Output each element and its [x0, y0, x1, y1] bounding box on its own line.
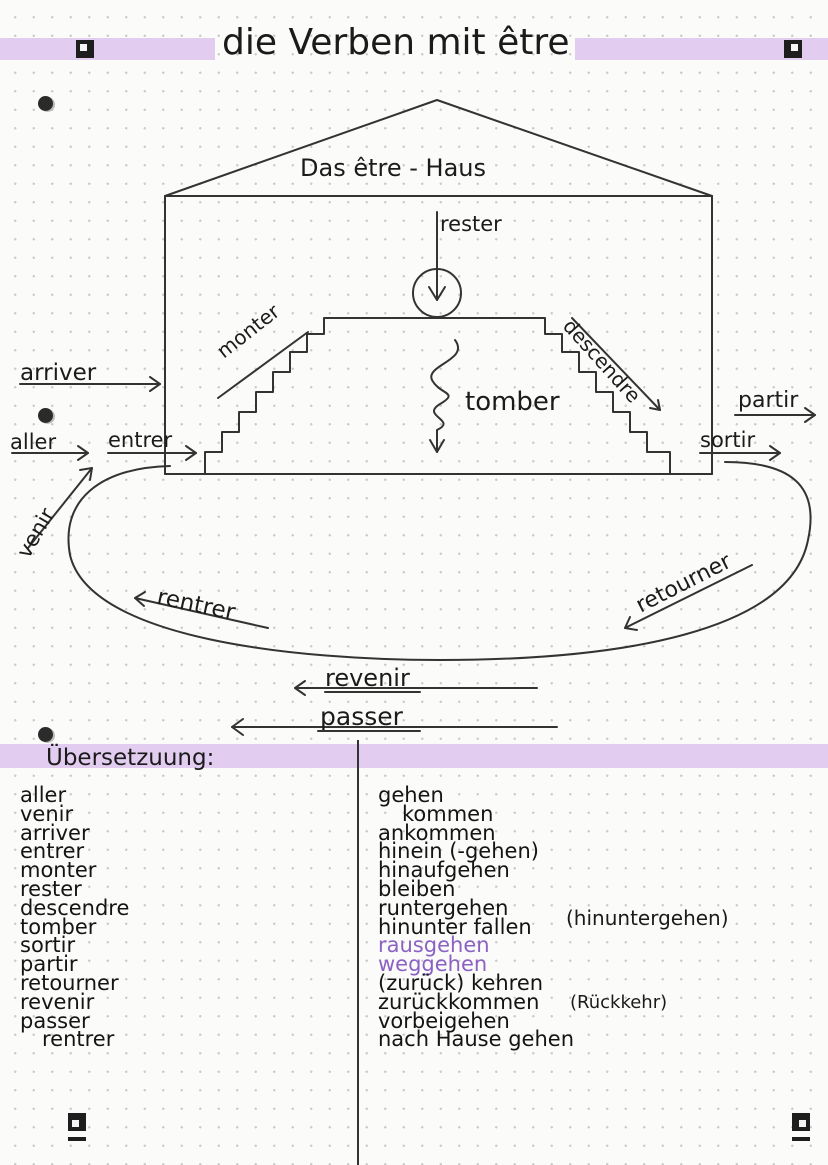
title-highlight-right: [575, 38, 828, 60]
list-item: revenir: [20, 989, 95, 1014]
label-passer: passer: [320, 702, 403, 731]
list-item: nach Hause gehen: [378, 1027, 575, 1052]
list-item: sortir: [20, 933, 76, 958]
roof-label: Das être - Haus: [300, 154, 486, 182]
note-rueckkehr: (Rückkehr): [570, 992, 668, 1013]
punch-hole-2-icon: [38, 408, 53, 423]
list-item: tomber: [20, 914, 97, 939]
list-item: entrer: [20, 839, 85, 864]
list-item: hinunter fallen: [378, 914, 532, 939]
list-item: vorbeigehen: [378, 1008, 510, 1033]
outside-loop: [67, 461, 812, 661]
list-item: partir: [20, 952, 78, 977]
label-revenir: revenir: [325, 664, 410, 692]
corner-mark-top-left-icon: [76, 40, 94, 58]
title-highlight-left: [0, 38, 215, 60]
descendre-line: [571, 317, 661, 411]
list-item: aller: [20, 783, 67, 807]
list-item: passer: [20, 1008, 90, 1033]
list-item: rausgehen: [378, 933, 490, 958]
list-item: kommen: [402, 801, 494, 826]
rester-circle: [412, 268, 462, 318]
list-item: retourner: [20, 970, 119, 995]
label-entrer: entrer: [108, 428, 173, 452]
list-item: rester: [20, 876, 82, 901]
list-item: bleiben: [378, 876, 456, 901]
label-sortir: sortir: [700, 428, 756, 452]
rentrer-arrow: [134, 597, 269, 629]
list-item: zurückkommen: [378, 989, 540, 1014]
list-item: gehen: [378, 783, 444, 807]
label-rester: rester: [440, 212, 502, 236]
page-title: die Verben mit être: [222, 22, 570, 63]
label-tomber: tomber: [465, 387, 560, 417]
corner-bar-bottom-right: [792, 1137, 810, 1141]
list-item: monter: [20, 858, 97, 883]
roof: [164, 99, 713, 197]
list-item: ankommen: [378, 820, 496, 845]
german-translation-list: gehen kommen ankommen hinein (-gehen) hi…: [378, 783, 575, 1052]
list-item: descendre: [20, 895, 130, 920]
staircase: [204, 317, 671, 475]
list-item: hinaufgehen: [378, 858, 510, 883]
corner-mark-top-right-icon: [784, 40, 802, 58]
label-arriver: arriver: [20, 360, 97, 386]
corner-mark-bottom-left-icon: [68, 1113, 86, 1131]
venir-arrow: [27, 467, 93, 549]
monter-line: [217, 331, 309, 399]
french-verb-list: aller venir arriver entrer monter rester…: [20, 783, 130, 1052]
list-item: rentrer: [42, 1027, 115, 1052]
corner-mark-bottom-right-icon: [792, 1113, 810, 1131]
label-partir: partir: [738, 388, 799, 413]
list-item: venir: [20, 801, 74, 826]
translation-highlight: [0, 744, 828, 768]
list-item: runtergehen: [378, 895, 509, 920]
note-hinuntergehen: (hinuntergehen): [566, 906, 729, 930]
translation-heading: Übersetzuung:: [46, 745, 215, 771]
label-aller: aller: [10, 430, 57, 454]
list-item: hinein (-gehen): [378, 839, 539, 864]
list-item: weggehen: [378, 952, 488, 977]
punch-hole-3-icon: [38, 727, 53, 742]
list-item: (zurück) kehren: [378, 970, 544, 995]
punch-hole-1-icon: [38, 96, 53, 111]
corner-bar-bottom-left: [68, 1137, 86, 1141]
retourner-arrow: [624, 564, 753, 629]
list-item: arriver: [20, 820, 90, 845]
tomber-squiggle: [430, 339, 459, 453]
